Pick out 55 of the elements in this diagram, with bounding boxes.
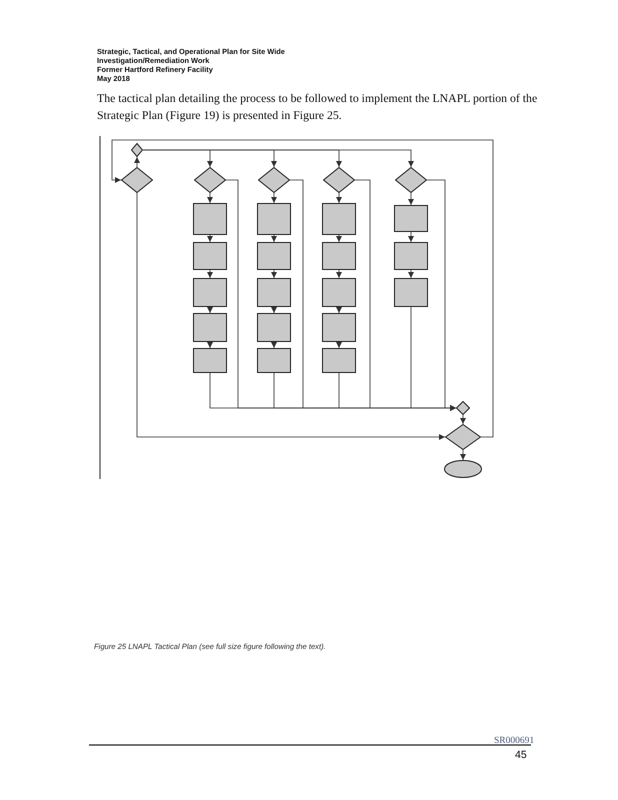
process-box	[394, 278, 428, 307]
arrow	[271, 306, 277, 314]
page-number: 45	[515, 750, 527, 761]
process-box	[394, 205, 428, 232]
process-box	[193, 278, 227, 307]
arrow	[336, 342, 342, 348]
process-box	[257, 313, 291, 342]
process-box	[257, 242, 291, 270]
body-paragraph: The tactical plan detailing the process to be followed to implement the LNAPL portion of the Strategic Plan (Figure 19) is presented in Figure 25.	[97, 90, 538, 124]
process-box	[193, 242, 227, 270]
process-box	[193, 203, 227, 235]
arrow	[408, 232, 414, 242]
arrow	[136, 192, 446, 440]
decision-diamond	[121, 167, 153, 193]
process-box	[322, 278, 356, 307]
arrow	[271, 192, 277, 204]
arrow	[271, 342, 277, 348]
connector-diamond	[456, 401, 470, 415]
decision-diamond	[445, 424, 481, 450]
arrow	[207, 342, 213, 348]
arrow	[408, 270, 414, 278]
terminator-oval	[444, 460, 482, 478]
arrow	[408, 192, 414, 206]
arrow	[134, 156, 140, 168]
arrow	[207, 192, 213, 204]
process-box	[257, 203, 291, 235]
arrow	[207, 306, 213, 314]
arrow	[426, 180, 456, 411]
process-box	[193, 313, 227, 342]
arrow	[112, 140, 494, 438]
arrow	[336, 192, 342, 204]
process-box	[193, 348, 227, 373]
arrow	[142, 150, 414, 168]
arrow	[336, 306, 342, 314]
decision-diamond	[395, 167, 427, 193]
arrow	[336, 234, 342, 242]
process-box	[322, 313, 356, 342]
arrow	[271, 270, 277, 278]
arrow	[336, 270, 342, 278]
process-box	[394, 242, 428, 270]
process-box	[257, 348, 291, 373]
process-box	[322, 242, 356, 270]
arrow	[207, 270, 213, 278]
document-number: SR000691	[494, 736, 534, 746]
decision-diamond	[258, 167, 290, 193]
connector-diamond	[131, 143, 143, 157]
arrow	[271, 234, 277, 242]
arrow	[460, 414, 466, 424]
process-box	[322, 348, 356, 373]
arrow	[460, 450, 466, 460]
arrow	[207, 234, 213, 242]
decision-diamond	[194, 167, 226, 193]
process-box	[257, 278, 291, 307]
decision-diamond	[323, 167, 355, 193]
process-box	[322, 203, 356, 235]
